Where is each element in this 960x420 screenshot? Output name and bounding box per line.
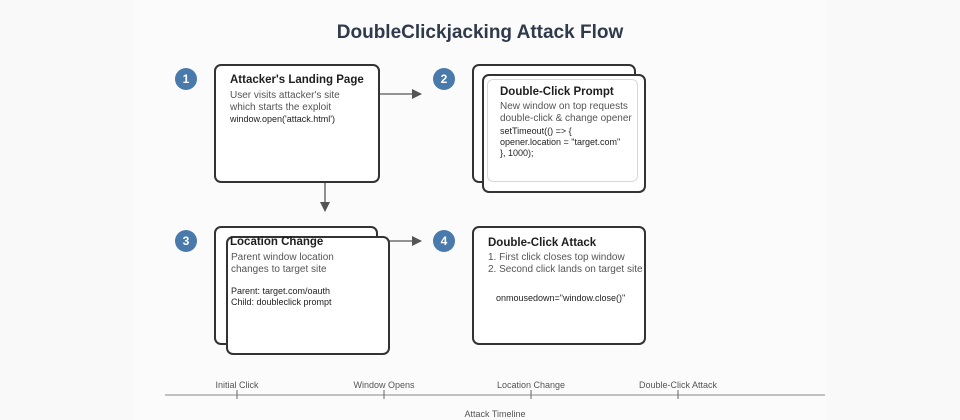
step-code-line: Parent: target.com/oauth	[231, 286, 331, 296]
timeline-tick-label: Location Change	[496, 380, 566, 390]
step-code-line: opener.location = "target.com"	[500, 137, 621, 147]
step-badge-1: 1	[175, 68, 197, 90]
step-code-line: onmousedown="window.close()"	[496, 293, 626, 303]
step-title: Double-Click Prompt	[500, 86, 614, 98]
step-code-line: setTimeout(() => {	[500, 126, 572, 136]
step-badge-2: 2	[433, 68, 455, 90]
step-description-line: 2. Second click lands on target site	[488, 264, 643, 275]
step-title: Attacker's Landing Page	[230, 74, 364, 86]
timeline-tick-label: Window Opens	[353, 380, 415, 390]
step-badge-4: 4	[433, 230, 455, 252]
step-description: New window on top requests double-click …	[500, 101, 632, 124]
popup-window	[487, 79, 638, 182]
timeline-label: Attack Timeline	[464, 409, 526, 419]
timeline-tick-label: Double-Click Attack	[638, 380, 718, 390]
step-description-line: 1. First click closes top window	[488, 252, 625, 263]
diagram-title: DoubleClickjacking Attack Flow	[336, 22, 624, 43]
step-title: Location Change	[230, 236, 324, 248]
step-card-3: Location Change Parent window location c…	[226, 236, 390, 355]
step-card-1: Attacker's Landing Page User visits atta…	[214, 64, 380, 183]
step-code-line: Child: doubleclick prompt	[231, 297, 332, 307]
step-badge-3: 3	[175, 230, 197, 252]
step-code-line: }, 1000);	[500, 148, 534, 158]
step-description: Parent window location changes to target…	[231, 252, 334, 275]
step-card-4: Double-Click Attack 1. First click close…	[472, 226, 646, 345]
step-card-2: Double-Click Prompt New window on top re…	[482, 74, 646, 193]
step-description: User visits attacker's site which starts…	[230, 90, 340, 113]
step-code-line: window.open('attack.html')	[230, 114, 335, 124]
step-title: Double-Click Attack	[488, 237, 597, 249]
timeline-tick-label: Initial Click	[215, 380, 259, 390]
